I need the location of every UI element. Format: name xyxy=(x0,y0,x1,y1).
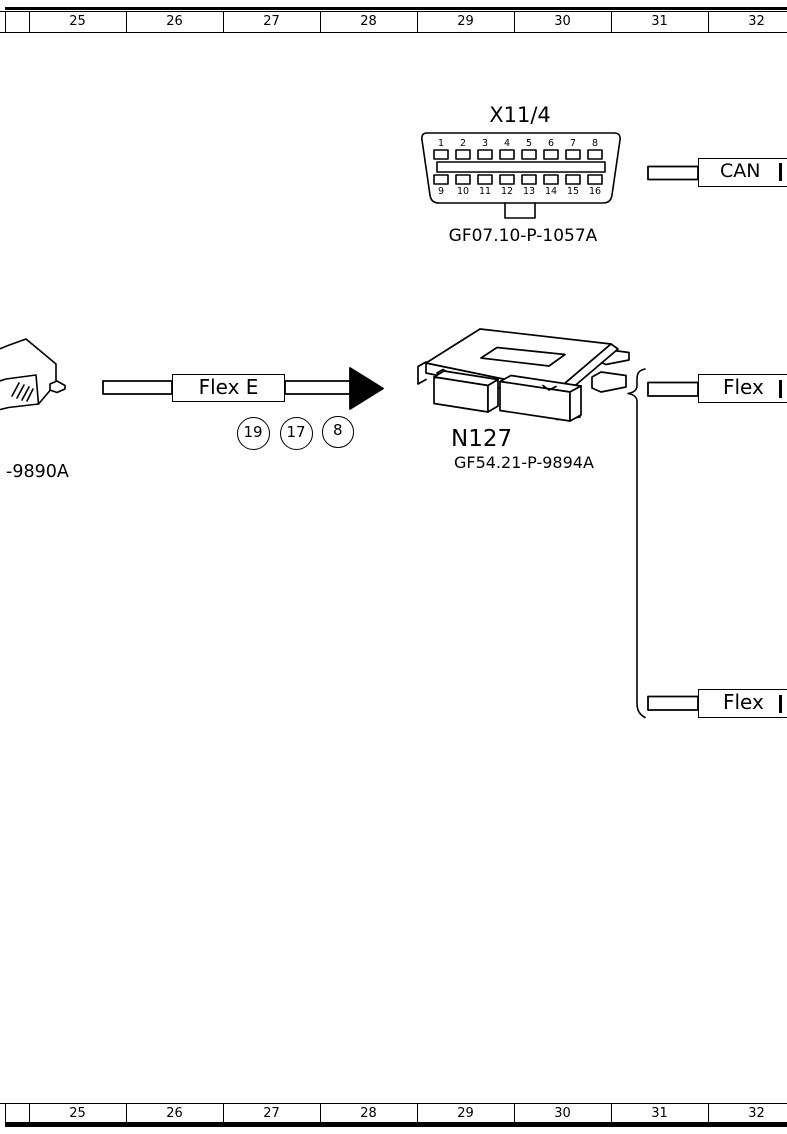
control-unit-designation: N127 xyxy=(451,426,513,452)
flex-bottom-cut-letter xyxy=(779,694,782,713)
flex-top-cut-letter xyxy=(779,379,782,398)
n127-drawing xyxy=(417,328,630,422)
grid-col-label: 28 xyxy=(360,14,377,29)
pin-number: 13 xyxy=(522,185,536,197)
can-label-cut-letter xyxy=(779,163,782,181)
ruler-divider xyxy=(126,12,128,32)
bottom-ruler: 25 26 27 28 29 30 31 32 xyxy=(0,1103,787,1123)
pin-number: 12 xyxy=(500,185,514,197)
obd-pin-boxes-top xyxy=(433,149,603,160)
flex-branch-bottom-label: Flex xyxy=(723,690,764,714)
grid-col-label: 32 xyxy=(748,14,765,29)
flex-e-label-box: Flex E xyxy=(172,374,285,402)
grid-col-label: 29 xyxy=(457,1106,474,1121)
ruler-divider xyxy=(320,1104,322,1123)
top-ruler-thick-border xyxy=(5,7,787,10)
pin-number: 10 xyxy=(456,185,470,197)
ruler-divider xyxy=(708,1104,710,1123)
pin-number: 16 xyxy=(588,185,602,197)
ruler-divider xyxy=(514,12,516,32)
grid-col-label: 30 xyxy=(554,1106,571,1121)
ruler-divider xyxy=(611,12,613,32)
ruler-divider xyxy=(223,12,225,32)
ruler-divider xyxy=(514,1104,516,1123)
callout-circle: 19 xyxy=(236,416,270,450)
pin-number: 15 xyxy=(566,185,580,197)
pin-number: 4 xyxy=(503,138,511,149)
ruler-divider xyxy=(708,12,710,32)
ruler-divider xyxy=(29,12,31,32)
pin-number: 14 xyxy=(544,185,558,197)
can-label-box: CAN xyxy=(698,158,787,187)
flex-branch-top-label: Flex xyxy=(723,375,764,399)
flex-branch-bottom-box: Flex xyxy=(698,689,787,718)
left-module-drawing xyxy=(0,338,66,411)
ruler-divider xyxy=(223,1104,225,1123)
pin-number: 2 xyxy=(459,138,467,149)
can-label: CAN xyxy=(720,160,761,182)
grid-col-label: 30 xyxy=(554,14,571,29)
ruler-divider xyxy=(417,1104,419,1123)
left-module-document-number: -9890A xyxy=(6,462,69,482)
flex-e-wire xyxy=(102,367,384,410)
grid-col-label: 29 xyxy=(457,14,474,29)
ruler-divider xyxy=(320,12,322,32)
callout-circle: 17 xyxy=(279,416,313,450)
pin-number: 1 xyxy=(437,138,445,149)
pin-number: 7 xyxy=(569,138,577,149)
grid-col-label: 31 xyxy=(651,1106,668,1121)
branch-brace xyxy=(627,368,646,719)
ruler-divider xyxy=(5,12,7,32)
flex-branch-top-wire xyxy=(647,381,699,397)
ruler-divider xyxy=(29,1104,31,1123)
pin-number: 9 xyxy=(437,185,445,197)
grid-col-label: 26 xyxy=(166,14,183,29)
pin-number: 8 xyxy=(591,138,599,149)
grid-col-label: 31 xyxy=(651,14,668,29)
ruler-divider xyxy=(126,1104,128,1123)
top-ruler: 25 26 27 28 29 30 31 32 xyxy=(0,11,787,33)
obd-connector-document-number: GF07.10-P-1057A xyxy=(448,226,598,246)
grid-col-label: 28 xyxy=(360,1106,377,1121)
control-unit-document-number: GF54.21-P-9894A xyxy=(454,453,594,472)
pin-number: 3 xyxy=(481,138,489,149)
ruler-divider xyxy=(5,1104,7,1123)
grid-col-label: 27 xyxy=(263,1106,280,1121)
ruler-divider xyxy=(611,1104,613,1123)
obd-connector-outline xyxy=(421,132,621,219)
bottom-ruler-thick-border xyxy=(5,1122,787,1127)
callout-circle: 8 xyxy=(322,416,354,448)
pin-number: 5 xyxy=(525,138,533,149)
obd-connector-designation: X11/4 xyxy=(489,103,551,127)
can-wire xyxy=(647,165,699,181)
flex-branch-top-box: Flex xyxy=(698,374,787,403)
grid-col-label: 25 xyxy=(69,1106,86,1121)
grid-col-label: 26 xyxy=(166,1106,183,1121)
grid-col-label: 27 xyxy=(263,14,280,29)
obd-pin-boxes-bottom xyxy=(433,174,603,185)
pin-number: 6 xyxy=(547,138,555,149)
ruler-divider xyxy=(417,12,419,32)
pin-number: 11 xyxy=(478,185,492,197)
flex-e-label: Flex E xyxy=(198,375,259,399)
grid-col-label: 25 xyxy=(69,14,86,29)
flex-branch-bottom-wire xyxy=(647,695,699,711)
grid-col-label: 32 xyxy=(748,1106,765,1121)
flex-e-arrowhead xyxy=(349,367,384,410)
